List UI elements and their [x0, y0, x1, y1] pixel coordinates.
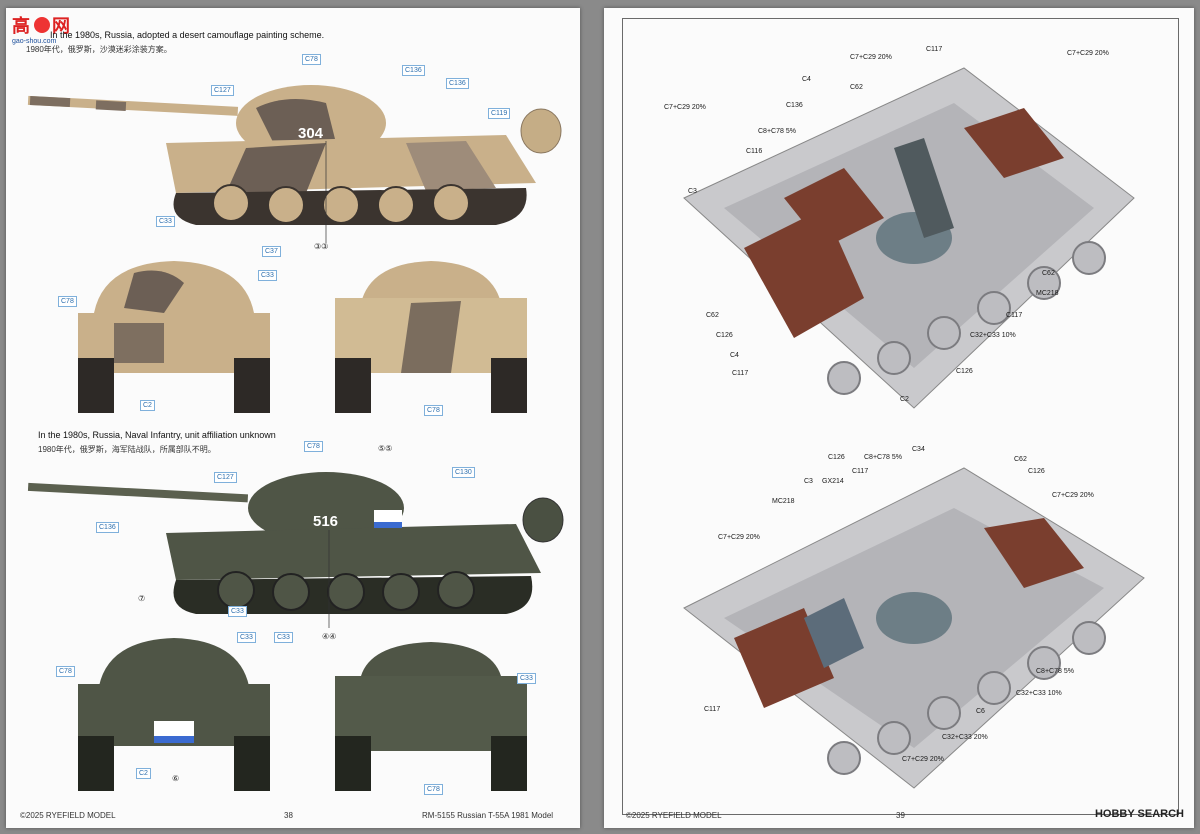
callout-label: C117 — [732, 370, 749, 377]
tank2-front-view — [78, 638, 270, 791]
callout-label: C62 — [706, 312, 719, 319]
code-label: C78 — [58, 296, 77, 307]
tank1-front-view — [78, 261, 270, 413]
callout-label: C7+C29 20% — [1067, 50, 1109, 57]
tank1-marker: ③③ — [314, 242, 329, 251]
tank1-rear-view — [335, 261, 527, 413]
code-label: C127 — [214, 472, 237, 483]
code-label: C127 — [211, 85, 234, 96]
code-label: C78 — [304, 441, 323, 452]
code-label: C136 — [446, 78, 469, 89]
caption-desert-cn: 1980年代，俄罗斯，沙漠迷彩涂装方案。 — [26, 45, 172, 54]
callout-label: C62 — [850, 84, 863, 91]
tank1-number: 304 — [298, 125, 324, 142]
caption-naval-en: In the 1980s, Russia, Naval Infantry, un… — [38, 430, 276, 440]
callout-label: C34 — [912, 446, 925, 453]
tank2-number: 516 — [313, 513, 338, 530]
callout-label: C126 — [716, 332, 733, 339]
callout-label: C116 — [746, 148, 763, 155]
callout-label: C7+C29 20% — [718, 534, 760, 541]
code-label: C78 — [302, 54, 321, 65]
watermark-logo: 高 网 gao-shou.com — [10, 12, 88, 46]
code-label: C33 — [228, 606, 247, 617]
callout-label: C8+C78 5% — [758, 128, 796, 135]
callout-label: C117 — [1006, 312, 1023, 319]
callout-label: C4 — [730, 352, 739, 359]
callout-label: C7+C29 20% — [1052, 492, 1094, 499]
callout-label: C8+C78 5% — [1036, 668, 1074, 675]
code-label: C33 — [237, 632, 256, 643]
code-label: C33 — [517, 673, 536, 684]
code-label: C130 — [452, 467, 475, 478]
callout-label: C117 — [704, 706, 721, 713]
page-frame — [622, 18, 1179, 815]
callout-label: C117 — [926, 46, 943, 53]
tank2-rear-view — [335, 642, 527, 791]
callout-label: C4 — [802, 76, 811, 83]
code-label: C78 — [424, 405, 443, 416]
right-page: C117 C7+C29 20% C7+C29 20% C4 C62 C7+C29… — [604, 8, 1194, 828]
callout-label: C6 — [976, 708, 985, 715]
callout-label: C126 — [828, 454, 845, 461]
svg-text:网: 网 — [52, 16, 70, 36]
callout-label: C62 — [1042, 270, 1055, 277]
callout-label: C117 — [852, 468, 869, 475]
code-label: C78 — [56, 666, 75, 677]
hull-render-upper — [683, 67, 1135, 409]
tank2-side-view: 516 — [27, 472, 564, 628]
code-label: C2 — [136, 768, 151, 779]
code-label: C119 — [488, 108, 511, 119]
callout-label: C32+C33 10% — [1016, 690, 1062, 697]
page-number: 38 — [284, 811, 293, 820]
footer-right: RM-5155 Russian T-55A 1981 Model — [422, 811, 554, 820]
code-label: C37 — [262, 246, 281, 257]
hobby-search-logo: HOBBY SEARCH — [1094, 808, 1184, 820]
left-page: 高 网 gao-shou.com In the 1980s, Russia, a… — [6, 8, 580, 828]
callout-label: C7+C29 20% — [850, 54, 892, 61]
footer-left: ©2025 RYEFIELD MODEL — [626, 811, 722, 820]
watermark-sub: gao-shou.com — [12, 38, 57, 45]
code-label: C33 — [274, 632, 293, 643]
callout-label: C7+C29 20% — [664, 104, 706, 111]
svg-text:高: 高 — [12, 15, 30, 36]
code-label: C136 — [402, 65, 425, 76]
footer-left: ©2025 RYEFIELD MODEL — [20, 811, 116, 820]
callout-label: C2 — [900, 396, 909, 403]
page-number: 39 — [896, 811, 905, 820]
callout-label: C136 — [786, 102, 803, 109]
code-label: C78 — [424, 784, 443, 795]
callout-label: C62 — [1014, 456, 1027, 463]
hull-render-lower — [683, 467, 1145, 789]
callout-label: MC218 — [1036, 290, 1059, 297]
callout-label: C7+C29 20% — [902, 756, 944, 763]
callout-label: C3 — [804, 478, 813, 485]
callout-label: GX214 — [822, 478, 844, 485]
caption-desert-en: In the 1980s, Russia, adopted a desert c… — [50, 30, 325, 40]
tank2-marker-bottom: ④④ — [322, 632, 337, 641]
callout-label: C126 — [956, 368, 973, 375]
caption-naval-cn: 1980年代，俄罗斯，海军陆战队，所属部队不明。 — [38, 445, 216, 454]
code-label: C136 — [96, 522, 119, 533]
callout-label: C8+C78 5% — [864, 454, 902, 461]
code-label: C33 — [156, 216, 175, 227]
callout-label: C32+C33 20% — [942, 734, 988, 741]
tank1-side-view: 304 — [27, 85, 562, 243]
code-label: C33 — [258, 270, 277, 281]
marker-6: ⑥ — [172, 774, 180, 783]
callout-label: C3 — [688, 188, 697, 195]
code-label: C2 — [140, 400, 155, 411]
tank2-marker-top: ⑤⑤ — [378, 444, 393, 453]
callout-label: MC218 — [772, 498, 795, 505]
callout-label: C32+C33 10% — [970, 332, 1016, 339]
callout-label: C126 — [1028, 468, 1045, 475]
marker-7: ⑦ — [138, 594, 146, 603]
